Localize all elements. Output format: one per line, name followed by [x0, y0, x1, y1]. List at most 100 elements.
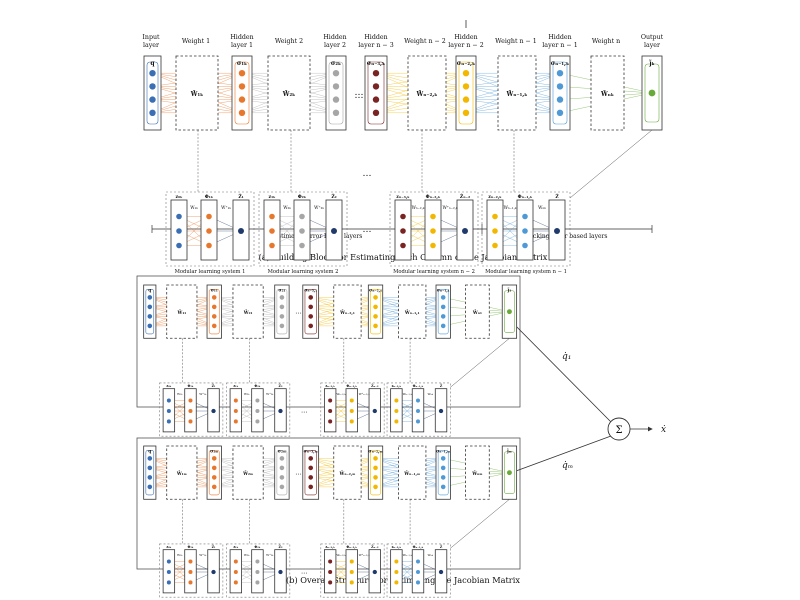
neuron-node — [255, 398, 260, 403]
neuron-node — [233, 569, 238, 575]
neuron-node — [415, 569, 421, 575]
module-node-label: zₙ₋₂,ₖ — [392, 545, 402, 549]
neuron-node — [147, 465, 153, 471]
box-label-s1: σ₁ₘ — [210, 449, 218, 454]
module-weight-label: Wₙₖ — [427, 553, 433, 557]
box-label-s4: σₙ₋₂,ₖ — [457, 60, 476, 67]
layer-box-s4 — [367, 445, 384, 500]
layer-box-s2 — [274, 284, 290, 339]
neuron-node — [206, 242, 212, 249]
neuron-node — [233, 580, 238, 585]
box-label-q: q — [150, 60, 155, 67]
neuron-node — [149, 109, 156, 117]
header-weight-1: Weight 1 — [182, 38, 210, 45]
neuron-node — [308, 314, 314, 319]
neuron-node — [394, 408, 399, 414]
neuron-node — [308, 323, 314, 329]
header-weight-n: Weight n — [592, 38, 620, 45]
module-ellipsis: … — [301, 407, 307, 415]
module-weight-label: W⁺₂ₖ — [266, 553, 274, 557]
neuron-node — [147, 323, 153, 329]
layer-inner-s4 — [458, 61, 474, 125]
module-node-label: Φ₂ₖ — [254, 545, 260, 549]
neuron-node — [279, 314, 285, 319]
neuron-node — [373, 475, 378, 480]
neuron-node — [522, 213, 528, 220]
qdot-m-label: q̇ₘ — [562, 461, 573, 471]
module-weight-label: W⁺ₙ₋₂,ₖ — [359, 553, 371, 557]
neuron-node — [440, 304, 446, 310]
header-weight-n2: Weight n − 2 — [404, 38, 446, 45]
neuron-node — [269, 228, 275, 234]
box-label-s5: σₙ₋₁,ₘ — [436, 449, 450, 454]
neuron-node — [440, 475, 446, 480]
header-hidden-4a: Hidden — [454, 34, 477, 41]
module-weight-label: W⁺ₙ₋₂,ₖ — [359, 392, 371, 396]
layer-box-q — [143, 55, 162, 131]
output-inner-box — [644, 63, 660, 123]
neuron-node — [308, 304, 314, 310]
module-frame — [386, 382, 451, 437]
box-label-s3: σₙ₋₃,ₘ — [304, 449, 318, 454]
neuron-node — [440, 484, 446, 490]
neuron-node — [188, 580, 193, 585]
neuron-node — [492, 242, 498, 249]
neuron-node — [278, 408, 283, 414]
neuron-node — [440, 314, 446, 319]
neuron-node — [166, 569, 171, 575]
connector-qm — [504, 435, 612, 476]
layer-box-s1 — [206, 284, 222, 339]
layer-box-w5 — [465, 445, 490, 500]
layer-box-s5 — [435, 284, 451, 339]
layer-inner-q — [145, 450, 155, 496]
module-node-label: Ẑ₂ — [279, 544, 283, 549]
layer-box-s5 — [435, 445, 451, 500]
neuron-node — [278, 569, 283, 575]
neuron-node — [211, 475, 217, 480]
neuron-node — [328, 408, 333, 414]
module-weight-label: W⁺₁ₖ — [199, 392, 207, 396]
neuron-node — [188, 569, 193, 575]
neuron-node — [440, 456, 446, 461]
neuron-node — [188, 559, 193, 564]
neuron-node — [269, 242, 275, 249]
layer-box-w3 — [333, 284, 362, 339]
header-weight-2: Weight 2 — [275, 38, 303, 45]
neuron-node — [332, 70, 340, 77]
module-node-label: Φ₂ₖ — [254, 384, 260, 388]
neuron-node — [233, 559, 238, 564]
layer-inner-s4 — [370, 450, 381, 496]
layer-box-s5 — [549, 55, 571, 131]
module-node-label: z₀ₖ — [166, 384, 171, 388]
layer-box-w2 — [267, 55, 311, 131]
module-node-label: Φ₁ₖ — [205, 194, 214, 200]
neuron-node — [166, 580, 171, 585]
neuron-node — [308, 295, 314, 300]
module-node-label: Φ₁ₖ — [187, 545, 193, 549]
neuron-node — [372, 408, 377, 414]
neuron-node — [149, 70, 156, 77]
output-inner-box — [504, 451, 515, 494]
connector-q1 — [504, 314, 612, 423]
box-label-s2: σ₂ₖ — [331, 60, 341, 67]
box-label-s5: σₙ₋₁,ₖ — [551, 60, 570, 67]
layer-box-w3 — [333, 445, 362, 500]
header-input-1: Input — [142, 34, 160, 41]
module-caption: Modular learning system n − 1 — [485, 269, 567, 275]
header-hidden-5b: layer n − 1 — [542, 42, 577, 49]
neuron-node — [279, 484, 285, 490]
box-label-w4: W̃ₙ₋₁,₁ — [404, 310, 420, 316]
neuron-node — [372, 70, 380, 77]
neuron-node — [299, 213, 305, 220]
neuron-node — [308, 484, 314, 490]
neuron-node — [394, 559, 399, 564]
neuron-node — [373, 314, 378, 319]
panel-a-headers: Input layer Weight 1 Hidden layer 1 Weig… — [142, 34, 663, 49]
neuron-node — [206, 228, 212, 234]
output-feedback-line — [450, 338, 510, 388]
layer-box-s3 — [302, 445, 320, 500]
neuron-node — [349, 580, 354, 585]
layer-box-q — [143, 445, 157, 500]
module-weight-label: W⁺₂ₖ — [266, 392, 274, 396]
